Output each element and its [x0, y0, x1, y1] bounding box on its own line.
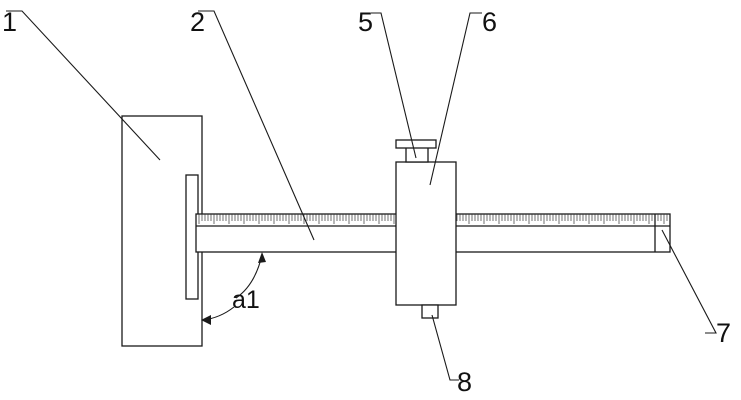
a1-arrowhead-lower — [201, 315, 211, 325]
label-1: 1 — [2, 7, 17, 37]
leader-7 — [661, 229, 717, 334]
leader-6 — [429, 12, 482, 186]
leader-2 — [198, 10, 315, 241]
label-6: 6 — [482, 7, 497, 37]
leader-5 — [371, 12, 417, 159]
rod-scale-ticks — [198, 214, 668, 224]
sliding-sleeve — [395, 161, 457, 306]
a1-arrowhead-upper — [258, 252, 266, 263]
label-8: 8 — [457, 367, 472, 397]
knob-cap — [395, 139, 437, 149]
label-2: 2 — [190, 7, 205, 37]
bottom-pin — [421, 304, 439, 319]
label-5: 5 — [358, 7, 373, 37]
label-7: 7 — [716, 318, 731, 348]
label-a1: a1 — [232, 286, 260, 314]
leader-8 — [431, 314, 459, 381]
leader-1 — [6, 10, 161, 161]
